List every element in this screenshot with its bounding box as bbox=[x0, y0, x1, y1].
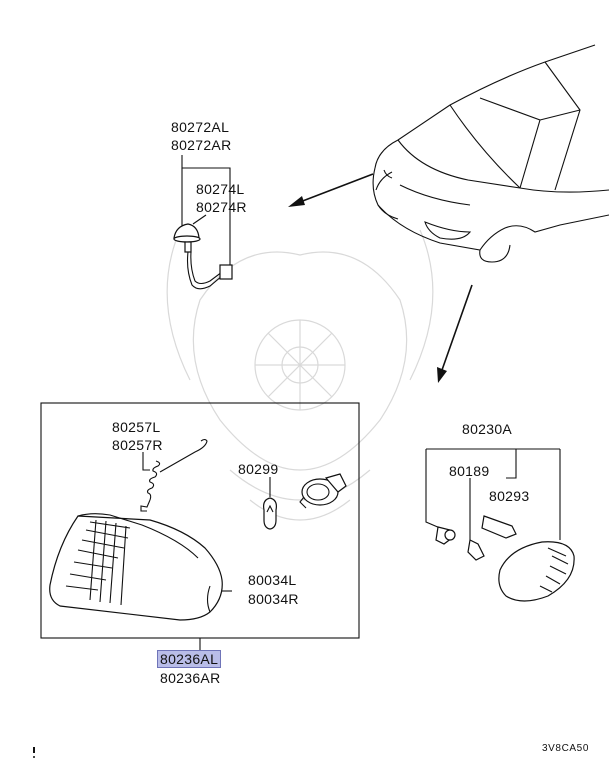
label-80236AR: 80236AR bbox=[160, 670, 221, 686]
label-80257L: 80257L bbox=[112, 419, 161, 435]
corner-lamp-part bbox=[49, 513, 232, 621]
car-outline bbox=[372, 44, 609, 263]
label-80230A: 80230A bbox=[462, 421, 513, 437]
side-marker-assembly-lower bbox=[425, 448, 575, 602]
label-80189: 80189 bbox=[449, 463, 490, 479]
watermark-emblem bbox=[166, 229, 434, 521]
label-80274R: 80274R bbox=[196, 199, 247, 215]
label-80257R: 80257R bbox=[112, 437, 163, 453]
side-marker-assembly-upper bbox=[173, 155, 233, 290]
label-80236AL-highlighted[interactable]: 80236AL bbox=[156, 650, 222, 668]
pointer-arrows bbox=[288, 173, 473, 383]
label-80274L: 80274L bbox=[196, 181, 245, 197]
label-80272AL: 80272AL bbox=[171, 119, 230, 135]
label-80293: 80293 bbox=[489, 488, 530, 504]
label-80034L: 80034L bbox=[248, 572, 297, 588]
corner-mark bbox=[33, 747, 35, 758]
socket-part bbox=[299, 473, 347, 509]
label-80034R: 80034R bbox=[248, 591, 299, 607]
bulb-part bbox=[263, 477, 277, 530]
label-80299: 80299 bbox=[238, 461, 279, 477]
spring-part bbox=[140, 438, 208, 512]
label-80272AR: 80272AR bbox=[171, 137, 232, 153]
figure-code: 3V8CA50 bbox=[542, 743, 590, 754]
